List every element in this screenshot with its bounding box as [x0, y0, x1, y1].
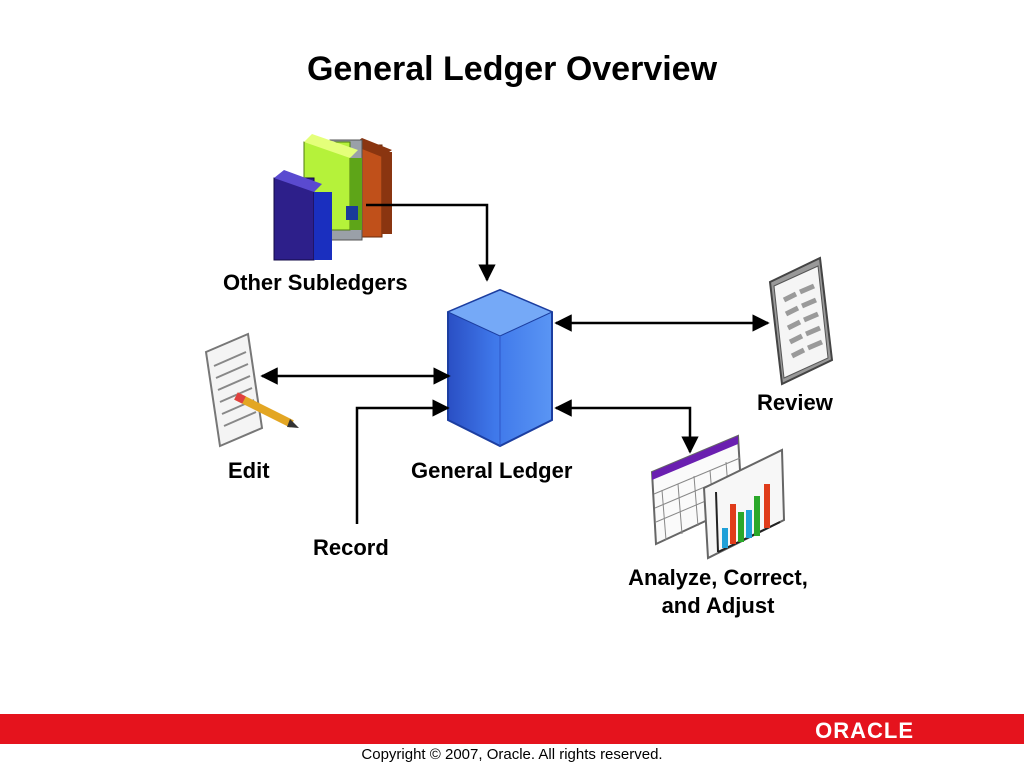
spreadsheet-chart-icon: [650, 434, 786, 560]
analyze-label-line-1: Analyze, Correct,: [628, 565, 808, 590]
other-subledgers-label: Other Subledgers: [223, 270, 408, 295]
document-pencil-icon: [204, 332, 299, 448]
connectors: [260, 203, 770, 524]
books-icon: [273, 134, 392, 261]
oracle-logo: ORACLE: [815, 718, 914, 744]
gl-analyze-arrow: [554, 399, 699, 454]
analyze-label-line-2: and Adjust: [661, 593, 775, 618]
review-label: Review: [757, 390, 833, 415]
subledgers-to-gl-arrow: [366, 203, 496, 282]
database-cylinder-icon: [446, 288, 554, 448]
report-pages-icon: [768, 256, 834, 386]
copyright-text: Copyright © 2007, Oracle. All rights res…: [361, 746, 663, 763]
footer-bar: ORACLE: [0, 714, 1024, 744]
page-title: General Ledger Overview: [306, 50, 718, 88]
general-ledger-label: General Ledger: [411, 458, 573, 483]
record-label: Record: [313, 535, 389, 560]
analyze-label: Analyze, Correct, and Adjust: [612, 565, 824, 619]
oracle-logo-text: ORACLE: [815, 718, 914, 743]
record-to-gl-arrow: [355, 399, 450, 524]
edit-label: Edit: [228, 458, 270, 483]
